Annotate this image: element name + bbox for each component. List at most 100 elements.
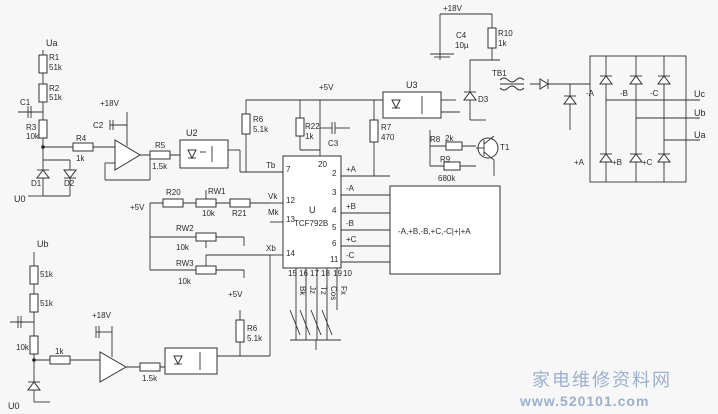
pin-15: 15 (288, 269, 297, 278)
u0-top-label: U0 (14, 194, 26, 204)
low-10k: 10k (16, 343, 30, 352)
gate-block-label: -A,+B,-B,+C,-C|+|+A (398, 227, 471, 236)
opamp-bottom (99, 351, 128, 383)
pin-vk-label: Vk (268, 192, 278, 201)
out-mc-label: -C (346, 251, 355, 260)
gate-logic-block (389, 185, 501, 275)
bridge-mb-label: -B (620, 89, 628, 98)
plus18-a-label: +18V (100, 99, 120, 108)
rw3-value: 10k (178, 277, 192, 286)
opamp-top (114, 139, 141, 171)
r10-label: R10 (498, 29, 513, 38)
optocoupler-u2 (179, 139, 229, 169)
resistor-r6-top (241, 113, 251, 135)
thyristor-bridge (589, 55, 700, 183)
r5-value: 1.5k (152, 162, 168, 171)
pin-2: 2 (332, 169, 337, 178)
ic-part: TCF792B (294, 219, 328, 228)
pin-16: 16 (299, 269, 308, 278)
low-51k-a: 51k (40, 270, 54, 279)
r6b-value: 5.1k (247, 334, 263, 343)
out-pb-label: +B (346, 202, 356, 211)
pin-4: 4 (332, 206, 337, 215)
pin-14: 14 (286, 249, 295, 258)
bridge-mc-label: -C (650, 89, 659, 98)
d1-label: D1 (31, 179, 42, 188)
plus18-b-label: +18V (443, 4, 463, 13)
upper-mid-network (241, 91, 460, 176)
pin-20: 20 (318, 160, 327, 169)
r4-label: R4 (76, 134, 87, 143)
bot-jz-label: Jz (308, 286, 317, 294)
out-uc-label: Uc (694, 89, 705, 99)
resistor-r9 (443, 161, 461, 171)
bridge-pc-label: +C (642, 158, 653, 167)
diode-d1 (36, 169, 50, 179)
r6-label: R6 (253, 115, 264, 124)
pin-7: 7 (286, 165, 291, 174)
pin-17: 17 (310, 269, 319, 278)
resistor-r4 (72, 142, 94, 152)
r9-value: 680k (438, 174, 456, 183)
diode-d3 (463, 91, 477, 101)
ic-name: U (309, 205, 316, 215)
rw1-label: RW1 (208, 187, 226, 196)
resistor-r6-bottom (235, 319, 245, 343)
u3-label: U3 (406, 80, 418, 90)
bridge-pa-label: +A (574, 158, 585, 167)
r1-value: 51k (49, 63, 63, 72)
out-pa-label: +A (346, 165, 357, 174)
resistor-r21 (229, 198, 251, 208)
pot-rw1 (195, 198, 217, 208)
resistor-r1 (38, 54, 48, 74)
pin-10: 10 (343, 269, 352, 278)
c2-label: C2 (93, 121, 104, 130)
out-mb-label: -B (346, 219, 354, 228)
ub-label: Ub (37, 239, 49, 249)
pin-11: 11 (330, 255, 339, 264)
r9-label: R9 (440, 155, 451, 164)
t1-label: T1 (500, 143, 510, 152)
r6b-label: R6 (247, 324, 258, 333)
pin-5: 5 (332, 223, 337, 232)
resistor-r7 (369, 119, 379, 143)
resistor-low-3 (29, 335, 39, 355)
pot-rw2 (195, 232, 217, 242)
pin-19: 19 (333, 269, 342, 278)
watermark-url: www.520101.com (519, 393, 649, 409)
c3-label: C3 (328, 139, 339, 148)
c4-value: 10µ (455, 41, 469, 50)
resistor-low-15k (139, 362, 161, 372)
r2-value: 51k (49, 93, 63, 102)
resistor-r2 (38, 83, 48, 103)
low-15k: 1.5k (142, 374, 158, 383)
low-1k: 1k (55, 347, 64, 356)
rw2-value: 10k (176, 243, 190, 252)
out-pc-label: +C (346, 235, 357, 244)
bot-bk-label: Bk (298, 286, 307, 296)
r22-label: R22 (305, 122, 320, 131)
bottom-input-channel (10, 252, 271, 403)
top-input-channel (18, 50, 288, 197)
r7-value: 470 (381, 133, 395, 142)
optocoupler-u3 (382, 91, 442, 119)
out-ub-label: Ub (694, 108, 706, 118)
pin-tb-label: Tb (266, 161, 276, 170)
r4-value: 1k (76, 154, 85, 163)
pot-rw3 (195, 265, 217, 275)
r3-value: 10k (26, 132, 40, 141)
watermark-cn: 家电维修资料网 (532, 370, 672, 391)
pin-12: 12 (286, 196, 295, 205)
pin-13: 13 (286, 215, 295, 224)
resistor-r5 (149, 150, 171, 160)
pin-3: 3 (332, 188, 337, 197)
resistor-r20 (162, 198, 184, 208)
ua-label: Ua (46, 38, 58, 48)
plus5-c-label: +5V (228, 290, 243, 299)
r8-value: 2k (445, 134, 454, 143)
r22-value: 1k (305, 132, 314, 141)
transformer-tb1 (499, 77, 525, 83)
bot-cos-label: Cos (329, 286, 338, 300)
resistor-r10 (487, 27, 497, 49)
bot-fx-label: Fx (339, 286, 348, 295)
